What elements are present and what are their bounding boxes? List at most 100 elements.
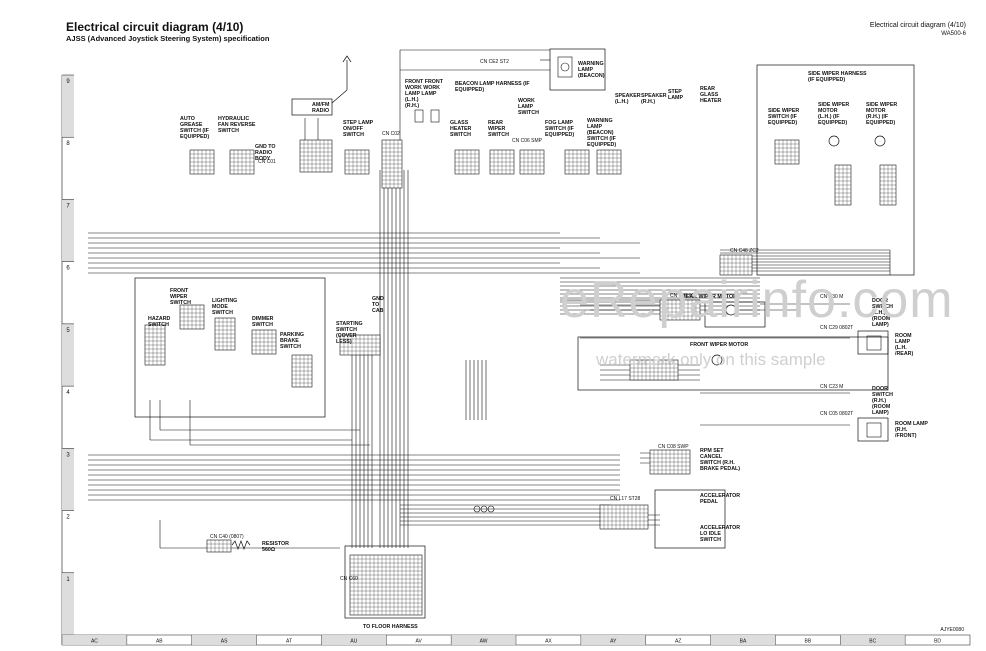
wiring	[88, 49, 891, 549]
label-lighting-mode-sw: SWITCH	[212, 310, 233, 316]
label-warning-beacon-sw: LAMP	[587, 124, 602, 130]
label-speaker-lh: SPEAKER	[615, 93, 641, 99]
label-warning-beacon-sw: WARNING	[587, 118, 613, 124]
label-front-wiper-motor: FRONT WIPER MOTOR	[690, 342, 748, 348]
hazard-block	[144, 324, 166, 366]
label-room-lamp-lh: /REAR)	[895, 351, 913, 357]
label-parking-brake-sw: BRAKE	[280, 338, 299, 344]
cn-c30-block	[629, 359, 679, 381]
label-lighting-mode-sw: LIGHTING	[212, 298, 237, 304]
label-auto-grease: SWITCH (IF	[180, 128, 210, 134]
label-side-wiper-switch: SWITCH (IF	[768, 114, 798, 120]
label-step-lamp: STEP LAMP	[343, 120, 374, 126]
label-hazard-sw: HAZARD	[148, 316, 171, 322]
label-side-wiper-lh: EQUIPPED)	[818, 120, 847, 126]
label-side-wiper-rh: EQUIPPED)	[866, 120, 895, 126]
auto-grease-block	[189, 149, 215, 175]
connector-cn-c02: CN C02	[382, 131, 400, 137]
label-warning-beacon-sw: EQUIPPED)	[587, 142, 616, 148]
label-accel-lo-idle: ACCELERATOR	[700, 525, 740, 531]
label-am-fm-radio: AM/FM	[312, 102, 330, 108]
label-speaker-rh: SPEAKER	[641, 93, 667, 99]
label-front-wiper-sw: WIPER	[170, 294, 188, 300]
zone-row-label: 2	[66, 515, 70, 521]
label-auto-grease: EQUIPPED)	[180, 134, 209, 140]
zone-col-label: AY	[610, 639, 617, 645]
dimmer-block	[251, 329, 277, 355]
label-rpm-set: CANCEL	[700, 454, 723, 460]
label-gnd-radio: RADIO	[255, 150, 272, 156]
zone-col-label: BA	[740, 639, 747, 645]
label-front-work-lamp: FRONT FRONT	[405, 79, 444, 85]
label-side-wiper-switch: SIDE WIPER	[768, 108, 799, 114]
connector-cn-l17: CN L17 ST28	[610, 496, 641, 502]
connector-cn-c30: CN C30 M	[820, 294, 843, 300]
label-front-work-lamp: LAMP LAMP	[405, 91, 437, 97]
label-front-work-lamp: WORK WORK	[405, 85, 440, 91]
side-wiper-lh-block	[834, 164, 852, 206]
label-speaker-lh: (L.H.)	[615, 99, 629, 105]
label-parking-brake-sw: SWITCH	[280, 344, 301, 350]
label-room-lamp-rh: (R.H.	[895, 427, 908, 433]
connector-cn-c60: CN C60	[340, 576, 358, 582]
zone-col-label: AW	[480, 639, 488, 645]
label-work-lamp: SWITCH	[518, 110, 539, 116]
label-starting-sw: SWITCH	[336, 327, 357, 333]
label-speaker-rh: (R.H.)	[641, 99, 655, 105]
zone-row-label: 7	[66, 203, 70, 209]
label-warning-beacon-sw: SWITCH (IF	[587, 136, 617, 142]
label-gnd-cab: CAB	[372, 308, 384, 314]
label-beacon-harness: BEACON LAMP HARNESS (IF	[455, 81, 530, 87]
label-side-wiper-rh: SIDE WIPER	[866, 102, 897, 108]
document-id: AJYE0080	[940, 627, 964, 633]
label-rear-wiper-motor: REAR WIPER MOTOR	[682, 294, 737, 300]
zone-col-label: BB	[805, 639, 812, 645]
label-step-lamp: SWITCH	[343, 132, 364, 138]
label-rpm-set: SWITCH (R.H.	[700, 460, 735, 466]
label-door-sw-lh: SWITCH	[872, 304, 893, 310]
label-rear-wiper-sw: WIPER	[488, 126, 506, 132]
page-subtitle: AJSS (Advanced Joystick Steering System)…	[66, 34, 270, 43]
model-code: WA500-6	[941, 31, 966, 37]
cn-c43-block	[659, 299, 701, 321]
label-door-sw-lh: LAMP)	[872, 322, 889, 328]
zone-row-label: 4	[66, 390, 70, 396]
label-work-lamp: LAMP	[518, 104, 533, 110]
watermark-site: eRepairinfo.com	[560, 271, 954, 329]
hydraulic-fan-block	[229, 149, 255, 175]
label-gnd-cab: GND	[372, 296, 384, 302]
label-fog-lamp: EQUIPPED)	[545, 132, 574, 138]
zone-col-label: AS	[221, 639, 228, 645]
label-accel-lo-idle: SWITCH	[700, 537, 721, 543]
label-front-wiper-sw: FRONT	[170, 288, 189, 294]
label-step-lamp2: STEP	[668, 89, 682, 95]
connector-cn-c05: CN C05 0802T	[820, 411, 853, 417]
label-door-sw-lh: DOOR	[872, 298, 888, 304]
zone-col-label: AX	[545, 639, 552, 645]
label-step-lamp2: LAMP	[668, 95, 683, 101]
label-work-lamp: WORK	[518, 98, 535, 104]
label-room-lamp-lh: ROOM	[895, 333, 912, 339]
glass-heater-block	[454, 149, 480, 175]
label-door-sw-rh: SWITCH	[872, 392, 893, 398]
label-glass-heater: GLASS	[450, 120, 469, 126]
zone-col-label: BD	[934, 639, 941, 645]
label-side-wiper-lh: SIDE WIPER	[818, 102, 849, 108]
label-door-sw-lh: (ROOM	[872, 316, 891, 322]
connector-cn-c01: CN C01	[258, 159, 276, 165]
beacon-sw-block	[596, 149, 622, 175]
label-hydraulic-fan: FAN REVERSE	[218, 122, 256, 128]
resistor-icon	[231, 540, 251, 550]
label-rear-wiper-sw: REAR	[488, 120, 503, 126]
zone-row-label: 8	[66, 141, 70, 147]
cn-l17-block	[599, 504, 649, 530]
connector-cn-c48: CN C48 ZC2	[730, 248, 759, 254]
label-door-sw-rh: DOOR	[872, 386, 888, 392]
label-warning-lamp: WARNING	[578, 61, 604, 67]
label-accel-pedal: PEDAL	[700, 499, 719, 505]
label-parking-brake-sw: PARKING	[280, 332, 304, 338]
page-title: Electrical circuit diagram (4/10)	[66, 20, 244, 34]
